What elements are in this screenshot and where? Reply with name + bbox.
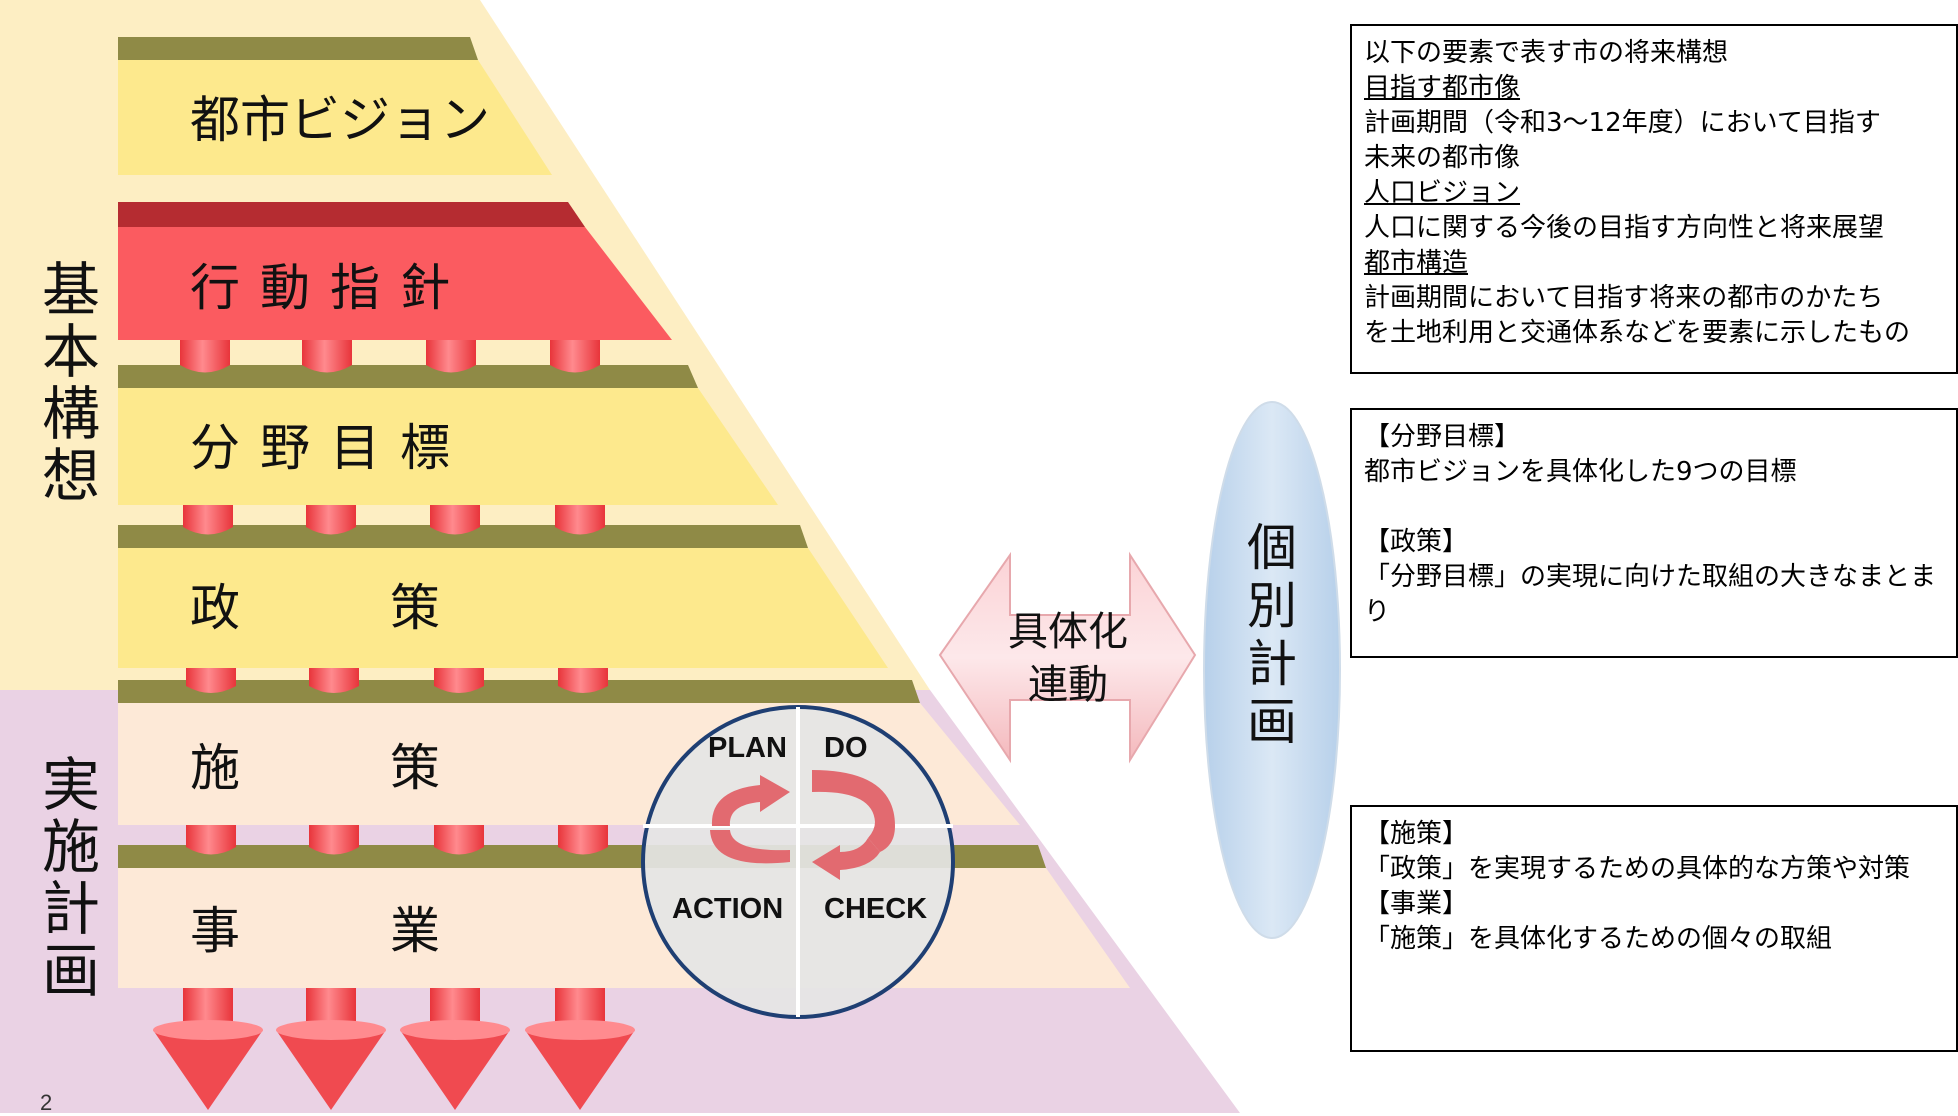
- pdca-plan: PLAN: [708, 732, 787, 764]
- tier-field-goal-label: 分野目標: [190, 419, 470, 477]
- cycle-arrow-icon: [710, 830, 790, 864]
- box1-heading-structure: 都市構造: [1364, 248, 1469, 278]
- down-arrows: [153, 988, 635, 1110]
- box1-intro: 以下の要素で表す市の将来構想: [1364, 38, 1729, 68]
- tier-project-label: 事業: [190, 902, 590, 960]
- tier-field-goal: 分野目標: [118, 365, 778, 505]
- field-goal-policy-box: 【分野目標】 都市ビジョンを具体化した9つの目標 【政策】 「分野目標」の実現に…: [1350, 408, 1958, 658]
- pdca-do: DO: [824, 732, 868, 764]
- box2-text: り: [1364, 597, 1391, 627]
- box1-text: 未来の都市像: [1364, 143, 1521, 173]
- tier-guideline: 行動指針: [118, 202, 672, 340]
- tier-project: 事業: [118, 845, 1130, 988]
- box1-text: を土地利用と交通体系などを要素に示したもの: [1364, 318, 1911, 348]
- individual-plan-label: 個別計画: [1247, 519, 1297, 751]
- pegs-row-1: [180, 340, 600, 373]
- cycle-arrow-icon: [812, 838, 880, 880]
- tier-policy-label: 政策: [190, 579, 590, 637]
- box1-text: 計画期間（令和3～12年度）において目指す: [1364, 108, 1881, 138]
- box2-heading: 【政策】: [1364, 527, 1469, 557]
- page-number: 2: [40, 1090, 53, 1115]
- pegs-row-3: [186, 668, 608, 693]
- double-arrow-icon: [938, 551, 1197, 764]
- pegs-row-2: [183, 505, 605, 535]
- pdca-check: CHECK: [824, 893, 927, 925]
- cycle-arrow-icon: [711, 775, 790, 826]
- pegs-row-4: [186, 825, 608, 855]
- individual-plan: 個別計画: [1203, 401, 1341, 939]
- box2-heading: 【分野目標】: [1364, 422, 1521, 452]
- box3-heading: 【事業】: [1364, 889, 1469, 919]
- tier-measure-label: 施策: [190, 739, 590, 797]
- measure-project-box: 【施策】 「政策」を実現するための具体的な方策や対策 【事業】 「施策」を具体化…: [1350, 805, 1958, 1052]
- tier-guideline-label: 行動指針: [190, 259, 470, 317]
- box3-text: 「政策」を実現するための具体的な方策や対策: [1364, 854, 1911, 884]
- box3-heading: 【施策】: [1364, 819, 1469, 849]
- pdca-action: ACTION: [672, 893, 783, 925]
- box3-text: 「施策」を具体化するための個々の取組: [1364, 924, 1833, 954]
- down-arrow-icon: [400, 988, 510, 1110]
- down-arrow-icon: [525, 988, 635, 1110]
- down-arrow-icon: [153, 988, 263, 1110]
- box2-text: 「分野目標」の実現に向けた取組の大きなまとま: [1364, 562, 1937, 592]
- tier-vision-label: 都市ビジョン: [190, 91, 490, 149]
- label-kihon-koso: 基本構想: [42, 256, 100, 510]
- connector-pegs: [180, 340, 608, 855]
- box1-heading-city-image: 目指す都市像: [1364, 73, 1521, 103]
- cycle-arrow-icon: [812, 770, 895, 852]
- label-jisshi-keikaku: 実施計画: [42, 751, 100, 1005]
- down-arrow-icon: [276, 988, 386, 1110]
- box1-text: 計画期間において目指す将来の都市のかたち: [1364, 283, 1884, 313]
- link-arrow-line1: 具体化: [1008, 609, 1128, 655]
- box1-text: 人口に関する今後の目指す方向性と将来展望: [1364, 213, 1885, 243]
- tier-vision: 都市ビジョン: [118, 37, 552, 175]
- kihon-koso-description-box: 以下の要素で表す市の将来構想 目指す都市像 計画期間（令和3～12年度）において…: [1350, 24, 1958, 374]
- box2-text: 都市ビジョンを具体化した9つの目標: [1364, 457, 1797, 487]
- pdca-cycle: PLAN DO ACTION CHECK: [641, 705, 955, 1019]
- link-arrow: 具体化 連動: [938, 551, 1197, 764]
- link-arrow-line2: 連動: [1028, 662, 1108, 708]
- tier-policy: 政策: [118, 525, 888, 668]
- box1-heading-population: 人口ビジョン: [1364, 178, 1521, 208]
